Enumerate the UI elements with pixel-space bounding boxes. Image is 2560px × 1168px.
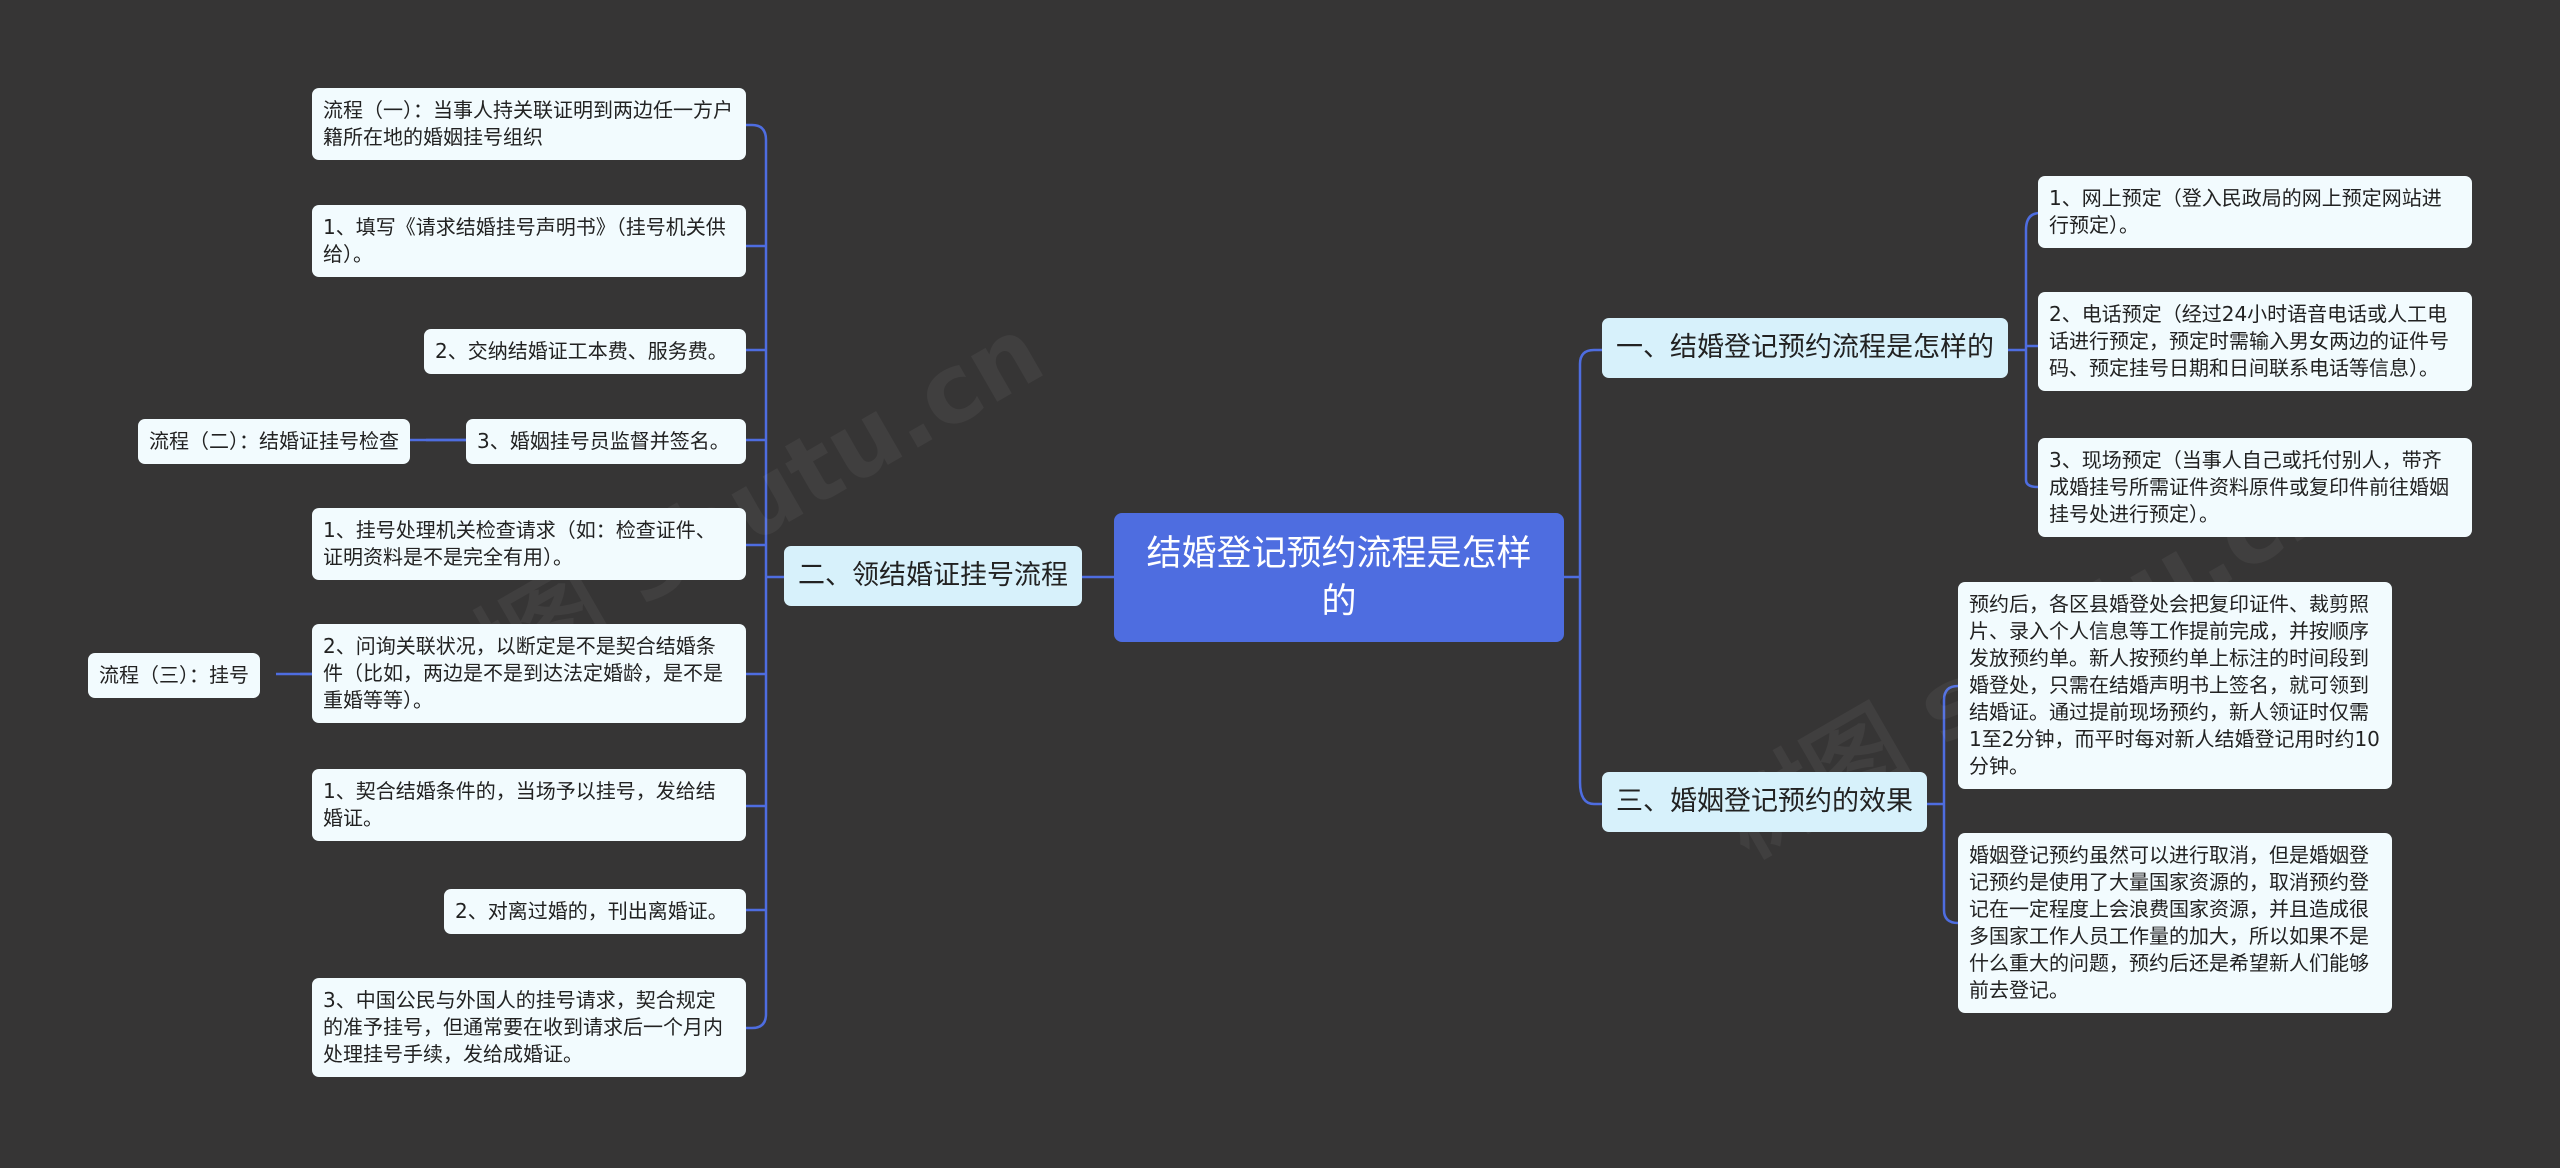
tag-process-three[interactable]: 流程（三）：挂号: [88, 653, 260, 698]
leaf-pay-fee[interactable]: 2、交纳结婚证工本费、服务费。: [424, 329, 746, 374]
root-topic[interactable]: 结婚登记预约流程是怎样的: [1114, 513, 1564, 642]
leaf-online-booking[interactable]: 1、网上预定（登入民政局的网上预定网站进行预定）。: [2038, 176, 2472, 248]
leaf-effect-after-booking[interactable]: 预约后，各区县婚登处会把复印证件、裁剪照片、录入个人信息等工作提前完成，并按顺序…: [1958, 582, 2392, 789]
branch-booking-process[interactable]: 一、结婚登记预约流程是怎样的: [1602, 318, 2008, 378]
leaf-onsite-booking[interactable]: 3、现场预定（当事人自己或托付别人，带齐成婚挂号所需证件资料原件或复印件前往婚姻…: [2038, 438, 2472, 537]
branch-booking-effect[interactable]: 三、婚姻登记预约的效果: [1602, 772, 1927, 832]
leaf-effect-cancel[interactable]: 婚姻登记预约虽然可以进行取消，但是婚姻登记预约是使用了大量国家资源的，取消预约登…: [1958, 833, 2392, 1013]
branch-license-registration[interactable]: 二、领结婚证挂号流程: [784, 546, 1082, 606]
leaf-check-request[interactable]: 1、挂号处理机关检查请求（如：检查证件、证明资料是不是完全有用）。: [312, 508, 746, 580]
leaf-process-one[interactable]: 流程（一）：当事人持关联证明到两边任一方户籍所在地的婚姻挂号组织: [312, 88, 746, 160]
leaf-cancel-divorce[interactable]: 2、对离过婚的，刊出离婚证。: [444, 889, 746, 934]
tag-process-two[interactable]: 流程（二）：结婚证挂号检查: [138, 419, 410, 464]
leaf-inquire-status[interactable]: 2、问询关联状况，以断定是不是契合结婚条件（比如，两边是不是到达法定婚龄，是不是…: [312, 624, 746, 723]
leaf-fill-form[interactable]: 1、填写《请求结婚挂号声明书》（挂号机关供给）。: [312, 205, 746, 277]
leaf-issue-certificate[interactable]: 1、契合结婚条件的，当场予以挂号，发给结婚证。: [312, 769, 746, 841]
leaf-foreign-registration[interactable]: 3、中国公民与外国人的挂号请求，契合规定的准予挂号，但通常要在收到请求后一个月内…: [312, 978, 746, 1077]
leaf-supervise-sign[interactable]: 3、婚姻挂号员监督并签名。: [466, 419, 746, 464]
leaf-phone-booking[interactable]: 2、电话预定（经过24小时语音电话或人工电话进行预定，预定时需输入男女两边的证件…: [2038, 292, 2472, 391]
